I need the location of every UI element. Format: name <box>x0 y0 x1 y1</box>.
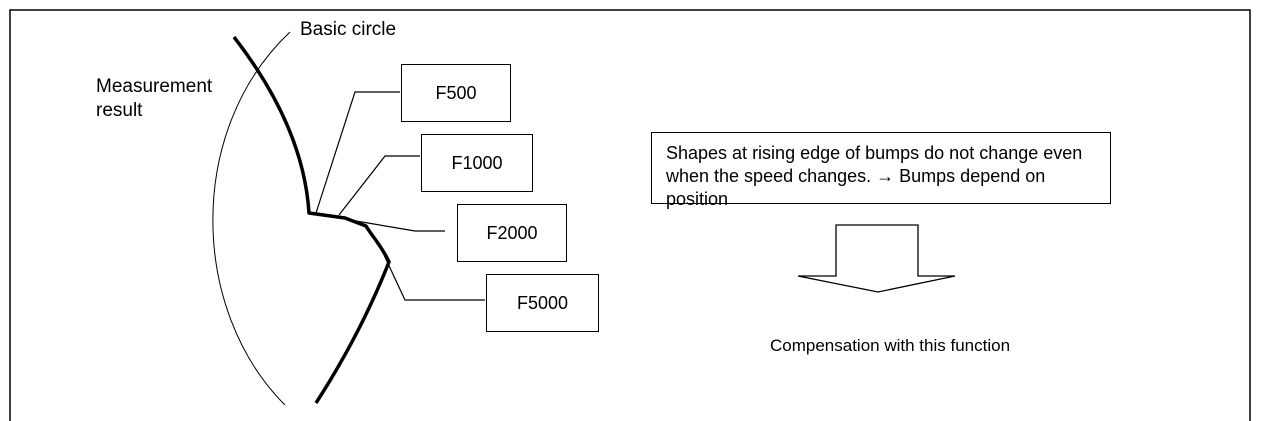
feed-label-f2000: F2000 <box>457 204 567 262</box>
feed-label-f1000: F1000 <box>421 134 533 192</box>
feed-label-f500: F500 <box>401 64 511 122</box>
measurement-result-label-line2: result <box>96 100 143 121</box>
down-arrow-icon <box>797 224 956 293</box>
leader-line-f5000 <box>383 254 485 301</box>
measurement-result-curve <box>232 35 391 404</box>
basic-circle-label: Basic circle <box>300 19 397 40</box>
measurement-result-label-line1: Measurement <box>96 76 213 97</box>
leader-line-f2000 <box>349 219 445 232</box>
compensation-label: Compensation with this function <box>770 336 1011 355</box>
observation-note: Shapes at rising edge of bumps do not ch… <box>651 132 1111 209</box>
feed-label-f5000: F5000 <box>486 274 599 332</box>
basic-circle-arc <box>212 31 291 406</box>
leader-line-f1000 <box>338 155 420 216</box>
leader-line-f500 <box>315 91 400 214</box>
frame-border <box>9 9 1251 421</box>
